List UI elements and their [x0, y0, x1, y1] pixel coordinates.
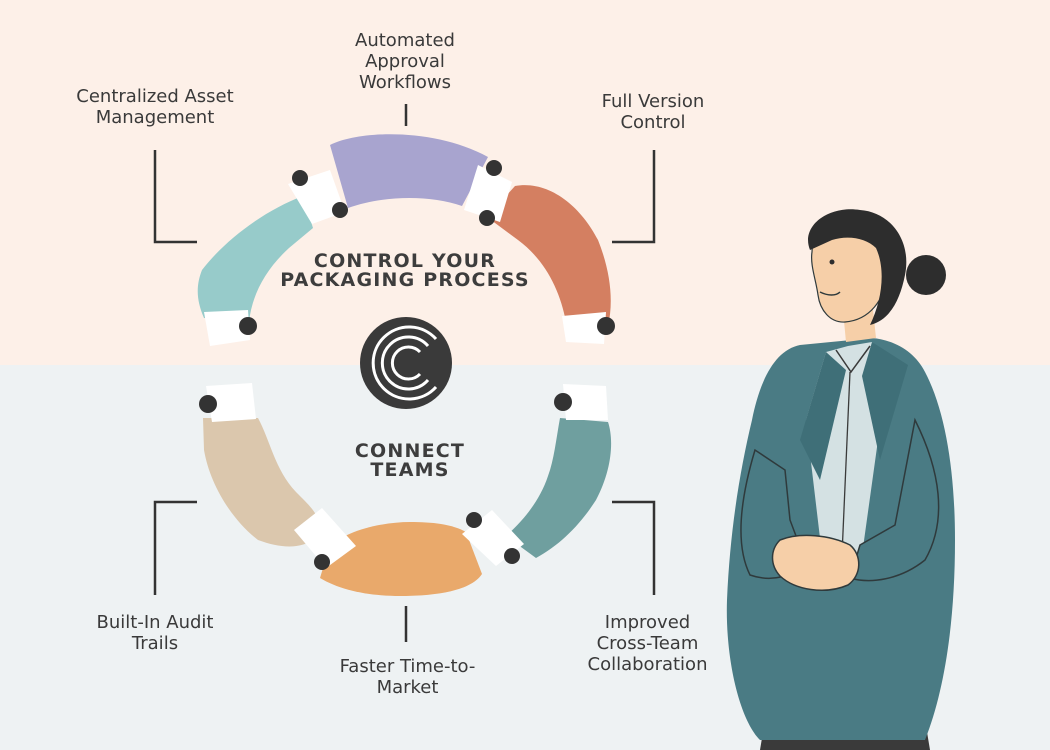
title-control-process: CONTROL YOUR PACKAGING PROCESS [280, 250, 530, 291]
connector-centralized [153, 150, 197, 244]
top-hand-cuffs [204, 160, 615, 346]
bottom-hand-cuffs [199, 383, 608, 570]
shirt-placket [841, 371, 851, 556]
cuff-dot [504, 548, 520, 564]
label-audit-trails: Built-In Audit Trails [96, 612, 214, 654]
clasped-hands [771, 534, 860, 591]
cuff-dot [332, 202, 348, 218]
label-time-to-market: Faster Time-to- Market [339, 656, 476, 698]
connector-version [612, 150, 656, 244]
segment-centralized-asset [197, 196, 313, 322]
label-automated-approval: Automated Approval Workflows [355, 30, 455, 93]
segment-audit-trails [203, 418, 320, 547]
connector-collab [612, 500, 656, 595]
cuff [464, 165, 512, 222]
cuff [294, 508, 356, 568]
right-lapel [862, 342, 908, 460]
hair-bun [906, 255, 946, 295]
c-logo-icon [360, 317, 452, 409]
title-connect-teams: CONNECT TEAMS [354, 440, 466, 481]
label-cross-team: Improved Cross-Team Collaboration [587, 612, 708, 675]
right-sleeve [849, 417, 940, 582]
label-centralized-asset: Centralized Asset Management [76, 86, 234, 128]
connector-audit [153, 500, 197, 595]
cuff [563, 384, 608, 420]
segment-time-to-market [320, 522, 482, 596]
cuff-dot [597, 317, 615, 335]
hair [808, 209, 907, 325]
woman-illustration [726, 209, 955, 750]
connector-lines [153, 104, 656, 642]
cuff-dot [314, 554, 330, 570]
shirt-collar [835, 345, 871, 374]
label-full-version: Full Version Control [601, 91, 705, 133]
cuff-dot [466, 512, 482, 528]
cuff-dot [239, 317, 257, 335]
cuff [204, 310, 250, 346]
mouth [819, 291, 841, 296]
segment-automated-approval [330, 134, 488, 208]
cuff-dot [292, 170, 308, 186]
eye [829, 259, 835, 265]
cuff-dot [199, 395, 217, 413]
cuff-dot [486, 160, 502, 176]
left-lapel [800, 352, 846, 480]
cuff-dot [479, 210, 495, 226]
segment-cross-team [506, 418, 612, 558]
cuff [206, 383, 256, 422]
cuff-dot [554, 393, 572, 411]
segment-full-version [487, 185, 611, 326]
cuff [562, 312, 606, 344]
